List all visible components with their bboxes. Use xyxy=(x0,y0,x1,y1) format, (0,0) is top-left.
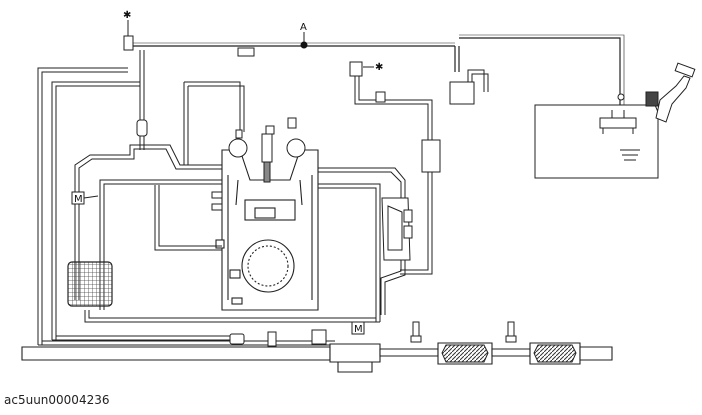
figure-caption: ac5uun00004236 xyxy=(4,393,110,407)
catalytic-converter-1 xyxy=(441,344,489,363)
egr-cooler xyxy=(381,197,413,261)
air-filter xyxy=(67,261,113,307)
top-vacuum-line xyxy=(128,34,625,118)
motor-right xyxy=(351,321,365,335)
bottom-valves xyxy=(229,329,327,347)
bottom-pipes xyxy=(38,310,380,346)
ground-mark-right: ✱ xyxy=(375,62,383,73)
inline-filter xyxy=(136,119,148,137)
exhaust-pipe xyxy=(21,342,613,373)
solenoid-valve-right xyxy=(349,61,363,77)
check-valve xyxy=(375,91,386,103)
top-line-clip xyxy=(237,47,255,57)
junction-point-a xyxy=(300,41,308,49)
purge-filter xyxy=(421,139,441,173)
catalytic-converter-2 xyxy=(533,344,577,363)
solenoid-valve-left xyxy=(123,35,134,51)
oxygen-sensor-1 xyxy=(410,321,422,343)
fuel-filler-neck xyxy=(645,62,696,123)
point-a-label: A xyxy=(300,22,307,33)
engine-block xyxy=(215,149,319,311)
motor-right-label: M xyxy=(354,324,363,335)
oxygen-sensor-2 xyxy=(505,321,517,343)
cylinder-head xyxy=(211,117,306,211)
intake-tubing xyxy=(74,144,406,322)
vacuum-reservoir xyxy=(449,69,489,105)
motor-left-lead xyxy=(83,195,99,199)
ground-mark-left: ✱ xyxy=(123,10,131,21)
motor-left-label: M xyxy=(74,194,83,205)
fuel-tank xyxy=(534,93,659,179)
purge-line xyxy=(354,76,433,275)
emission-system-diagram: A ✱ ✱ xyxy=(21,10,696,373)
